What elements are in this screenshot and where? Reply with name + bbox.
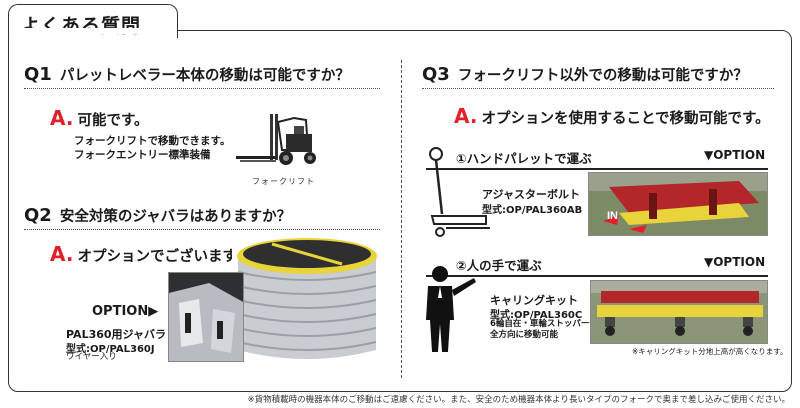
q2-underline — [24, 229, 380, 230]
q1-detail-line1: フォークリフトで移動できます。 — [74, 135, 231, 147]
jabara-closeup-graphic — [169, 283, 243, 361]
method2-spec: 6輪自在・車輪ストッパー付 全方向に移動可能 — [490, 319, 598, 341]
q2-answer: A. オプションでございます。 — [50, 242, 250, 266]
method1-label: ①ハンドパレットで運ぶ — [456, 150, 592, 166]
q2-answer-mark: A. — [50, 242, 74, 266]
person-icon — [426, 266, 476, 352]
tab-mask — [9, 28, 177, 34]
forklift-illustration — [236, 114, 316, 165]
q2-answer-text: オプションでございます。 — [77, 249, 251, 265]
method2-model: 型式:OP/PAL360C — [490, 310, 583, 321]
q1-detail-line2: フォークエントリー標準装備 — [74, 149, 211, 161]
adjuster-bolt-graphic: IN — [589, 173, 767, 235]
faq-frame — [8, 30, 792, 392]
q3-answer: A. オプションを使用することで移動可能です。 — [454, 104, 770, 128]
q3-text: フォークリフト以外での移動は可能ですか？ — [457, 68, 748, 84]
method2-spec-line2: 全方向に移動可能 — [490, 330, 559, 340]
q1-detail: フォークリフトで移動できます。 フォークエントリー標準装備 — [74, 134, 230, 162]
q2-model: 型式:OP/PAL360J — [66, 344, 155, 355]
method1-rule — [426, 168, 768, 170]
method1-option-tag: ▼OPTION — [704, 148, 766, 162]
q2-option-label: OPTION▶ — [92, 304, 159, 319]
method2-photo-note: ※キャリングキット分地上高が高くなります。 — [632, 347, 788, 356]
q1-number: Q1 — [24, 64, 52, 85]
q3-number: Q3 — [422, 64, 450, 85]
method2-product-name: キャリングキット — [490, 294, 578, 307]
method1-product-name: アジャスターボルト — [482, 188, 581, 201]
q2-question: Q2 安全対策のジャバラはありますか？ — [24, 205, 291, 226]
column-divider — [401, 60, 402, 378]
method2-header: ②人の手で運ぶ — [456, 255, 542, 273]
q2-number: Q2 — [24, 205, 52, 226]
photo-in-label: IN — [607, 210, 618, 222]
method2-rule — [426, 275, 768, 277]
footer-note: ※貨物積載時の機器本体のご移動はご遠慮ください。また、安全のため機器本体より長い… — [247, 395, 790, 405]
carrying-kit-graphic — [591, 281, 767, 343]
q3-question: Q3 フォークリフト以外での移動は可能ですか？ — [422, 64, 748, 85]
method1-header: ①ハンドパレットで運ぶ — [456, 148, 592, 166]
hand-pallet-icon — [429, 147, 490, 237]
q2-note: ワイヤー入り — [66, 352, 117, 362]
adjuster-bolt-photo: IN — [588, 172, 768, 236]
q1-question: Q1 パレットレベラー本体の移動は可能ですか？ — [24, 64, 350, 85]
q2-text: 安全対策のジャバラはありますか？ — [59, 209, 292, 225]
q3-underline — [422, 88, 774, 89]
q1-answer: A. 可能です。 — [50, 106, 149, 130]
q1-answer-text: 可能です。 — [77, 113, 149, 129]
q1-answer-mark: A. — [50, 106, 74, 130]
method2-label: ②人の手で運ぶ — [456, 257, 542, 273]
method2-option-tag: ▼OPTION — [704, 255, 766, 269]
q1-text: パレットレベラー本体の移動は可能ですか？ — [59, 68, 350, 84]
jabara-image — [232, 234, 382, 364]
q3-answer-text: オプションを使用することで移動可能です。 — [481, 111, 770, 127]
q3-answer-mark: A. — [454, 104, 478, 128]
jabara-closeup-photo — [168, 272, 244, 362]
q2-product-name: PAL360用ジャバラ — [66, 328, 166, 341]
q1-underline — [24, 88, 380, 89]
method2-spec-line1: 6輪自在・車輪ストッパー付 — [490, 319, 598, 329]
carrying-kit-photo — [590, 280, 768, 344]
forklift-caption: フォークリフト — [252, 177, 315, 186]
method1-model: 型式:OP/PAL360AB — [482, 205, 583, 216]
